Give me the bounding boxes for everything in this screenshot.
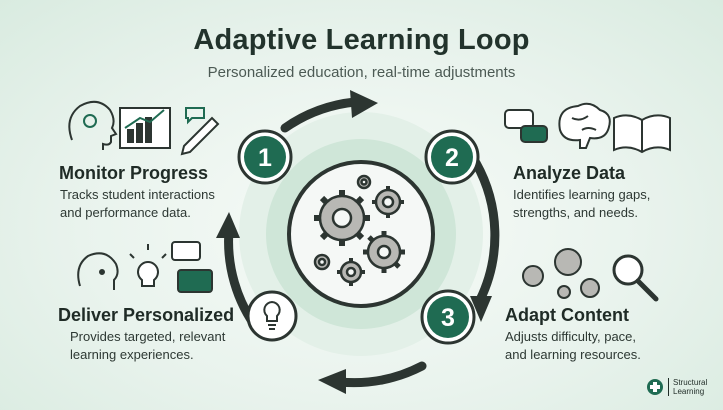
pencil-icon [180, 107, 220, 156]
brain-icon [558, 102, 611, 149]
arrowhead-left [216, 212, 240, 238]
person-idea-icon [77, 252, 119, 290]
loop-arc-bottom [335, 361, 427, 388]
stage-title-analyze: Analyze Data [513, 163, 626, 183]
brand-logo: Structural Learning [646, 370, 716, 404]
arrowhead-bottom [318, 369, 346, 394]
stage-title-deliver: Deliver Personalized [58, 305, 235, 325]
brand-name: Structural Learning [668, 378, 707, 396]
gears-icon [313, 174, 405, 286]
stage-desc-deliver: Provides targeted, relevant learning exp… [70, 329, 226, 362]
arrowhead-right [470, 296, 492, 322]
lightbulb-badge [246, 290, 298, 342]
stage-desc-monitor: Tracks student interactions and performa… [60, 187, 215, 220]
magnifier-icon [612, 254, 659, 302]
stage-badge-3: 3 [420, 289, 476, 345]
chart-icon [119, 107, 171, 149]
stage-number-2: 2 [445, 144, 459, 172]
stage-badge-2: 2 [424, 129, 480, 185]
stage-number-3: 3 [441, 304, 455, 332]
gears-small-icon [522, 248, 600, 299]
brand-mark-icon [647, 379, 663, 395]
page-title: Adaptive Learning Loop [193, 24, 530, 56]
arrowhead-top [350, 90, 378, 118]
stage-number-1: 1 [258, 144, 272, 172]
chat-bubbles-icon [171, 241, 213, 293]
stage-title-adapt: Adapt Content [505, 305, 629, 325]
lightbulb-icon [263, 300, 281, 322]
loop-arc-top [280, 97, 360, 133]
head-gear-icon [68, 100, 118, 150]
page-subtitle: Personalized education, real-time adjust… [207, 64, 516, 81]
stage-title-monitor: Monitor Progress [59, 163, 209, 183]
stage-badge-1: 1 [237, 129, 293, 185]
chat-icon [504, 109, 548, 143]
small-lightbulb-icon [129, 244, 167, 287]
stage-desc-adapt: Adjusts difficulty, pace, and learning r… [505, 329, 641, 362]
loop-arc-right [471, 158, 500, 305]
stage-desc-analyze: Identifies learning gaps, strengths, and… [513, 187, 651, 220]
book-icon [613, 114, 671, 154]
